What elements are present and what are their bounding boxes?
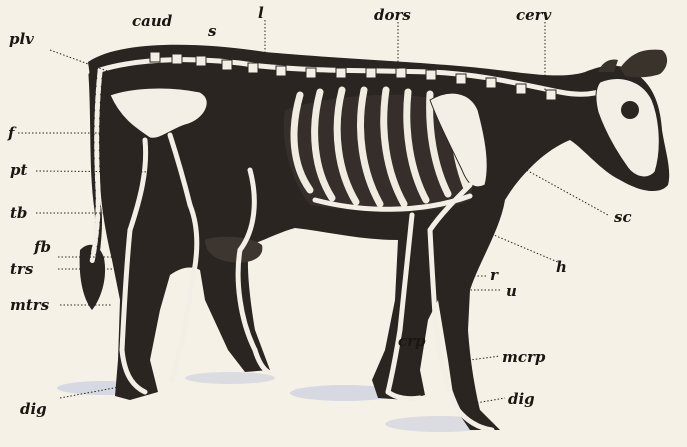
label-l: l	[258, 4, 264, 22]
label-caud: caud	[132, 12, 173, 30]
label-tb: tb	[10, 204, 27, 222]
label-mtrs: mtrs	[10, 296, 50, 314]
label-cerv: cerv	[516, 6, 552, 24]
label-dig-right: dig	[508, 390, 535, 408]
label-sc: sc	[614, 208, 632, 226]
label-plv: plv	[9, 30, 34, 48]
label-mcrp: mcrp	[502, 348, 546, 366]
label-dig-left: dig	[20, 400, 47, 418]
label-h: h	[556, 258, 567, 276]
label-f: f	[7, 124, 17, 142]
label-crp: crp	[398, 332, 426, 350]
label-fb: fb	[33, 238, 51, 256]
label-pt: pt	[10, 161, 27, 179]
label-r: r	[490, 266, 499, 284]
label-s: s	[208, 22, 217, 40]
label-u: u	[506, 282, 517, 300]
label-trs: trs	[10, 260, 34, 278]
label-dors: dors	[374, 6, 411, 24]
